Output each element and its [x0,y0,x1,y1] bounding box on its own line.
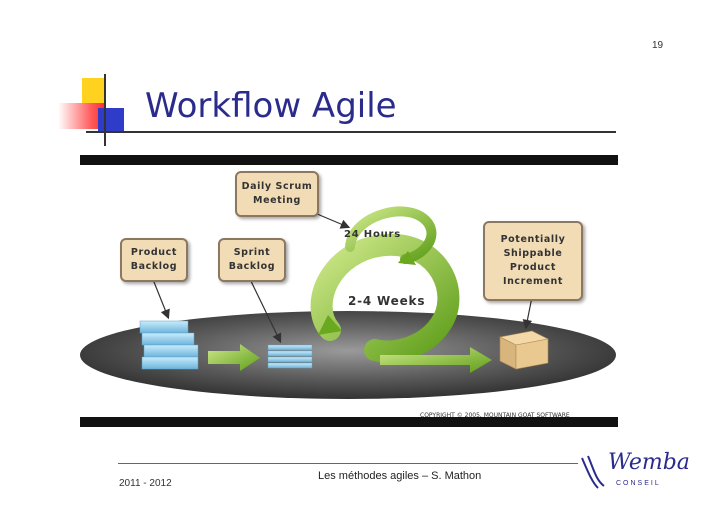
arrow-to-sprint [208,344,260,371]
scrum-diagram-graphic: 24 Hours 2-4 Weeks COPYRIGHT © 2005, MOU… [80,206,616,419]
scrum-workflow-figure: 24 Hours 2-4 Weeks COPYRIGHT © 2005, MOU… [80,155,618,427]
footer-author: Les méthodes agiles – S. Mathon [318,470,482,482]
company-logo: Wemba CONSEIL [578,448,718,498]
logo-subtitle: CONSEIL [616,480,661,487]
copyright: COPYRIGHT © 2005, MOUNTAIN GOAT SOFTWARE [420,412,570,419]
sprint-loop [310,233,460,363]
daily-scrum-note: Daily Scrum Meeting [235,171,319,217]
product-backlog-blocks [139,320,199,370]
platform-ellipse [80,311,616,399]
slide-number: 19 [652,40,664,51]
figure-bottom-bar [80,417,618,427]
figure-top-bar [80,155,618,165]
product-increment-box [499,330,549,370]
sprint-backlog-stack [267,344,313,369]
daily-loop [345,206,437,264]
slide-title: Workflow Agile [145,86,397,126]
logo-name: Wemba [608,450,690,475]
arrow-to-increment [380,347,492,373]
footer-divider [118,463,578,464]
logo-swirl-icon [581,455,605,489]
product-backlog-note: Product Backlog [120,238,188,282]
potentially-shippable-note: Potentially Shippable Product Increment [483,221,583,301]
footer-years: 2011 - 2012 [119,478,172,489]
sprint-backlog-note: Sprint Backlog [218,238,286,282]
label-24-hours: 24 Hours [344,229,401,240]
label-2-4-weeks: 2-4 Weeks [348,294,425,308]
